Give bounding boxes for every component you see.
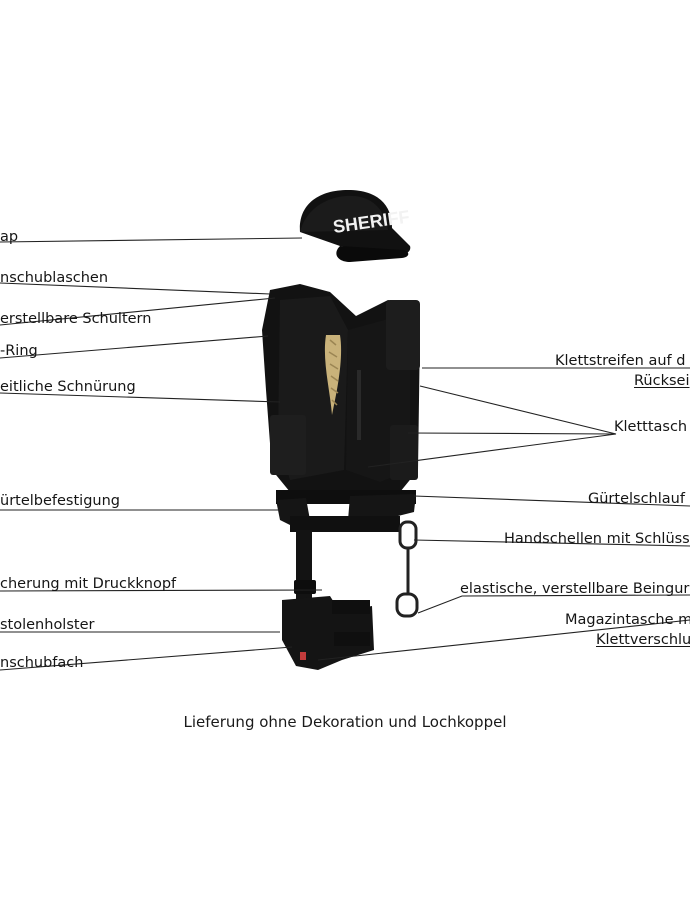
- delivery-note-caption: Lieferung ohne Dekoration und Lochkoppel: [183, 713, 507, 731]
- handcuffs: [395, 520, 419, 618]
- label-adjustable-shoulders: erstellbare Schultern: [0, 311, 152, 327]
- label-velcro-back-2: Rücksei: [634, 373, 690, 389]
- label-insert-straps: nschublaschen: [0, 270, 109, 286]
- tactical-vest: [262, 284, 420, 670]
- label-mag-pouch-1: Magazintasche m: [565, 612, 690, 628]
- label-snap-fastening: cherung mit Druckknopf: [0, 576, 177, 592]
- label-d-ring: -Ring: [0, 343, 38, 359]
- label-side-lacing: eitliche Schnürung: [0, 379, 136, 395]
- label-insert-compartment: nschubfach: [0, 655, 84, 671]
- sheriff-cap: SHERIFF: [299, 190, 411, 262]
- label-leg-strap: elastische, verstellbare Beingur: [460, 581, 690, 597]
- label-velcro-pockets: Kletttasch: [614, 419, 688, 435]
- label-belt-attachment: ürtelbefestigung: [0, 493, 120, 509]
- label-mag-pouch-2: Klettverschlu: [596, 632, 690, 648]
- label-handcuffs: Handschellen mit Schlüss: [504, 531, 690, 547]
- label-pistol-holster: stolenholster: [0, 617, 95, 633]
- label-cap: ap: [0, 229, 19, 245]
- label-belt-loops: Gürtelschlauf: [588, 491, 685, 507]
- label-velcro-back-1: Klettstreifen auf d: [555, 353, 686, 369]
